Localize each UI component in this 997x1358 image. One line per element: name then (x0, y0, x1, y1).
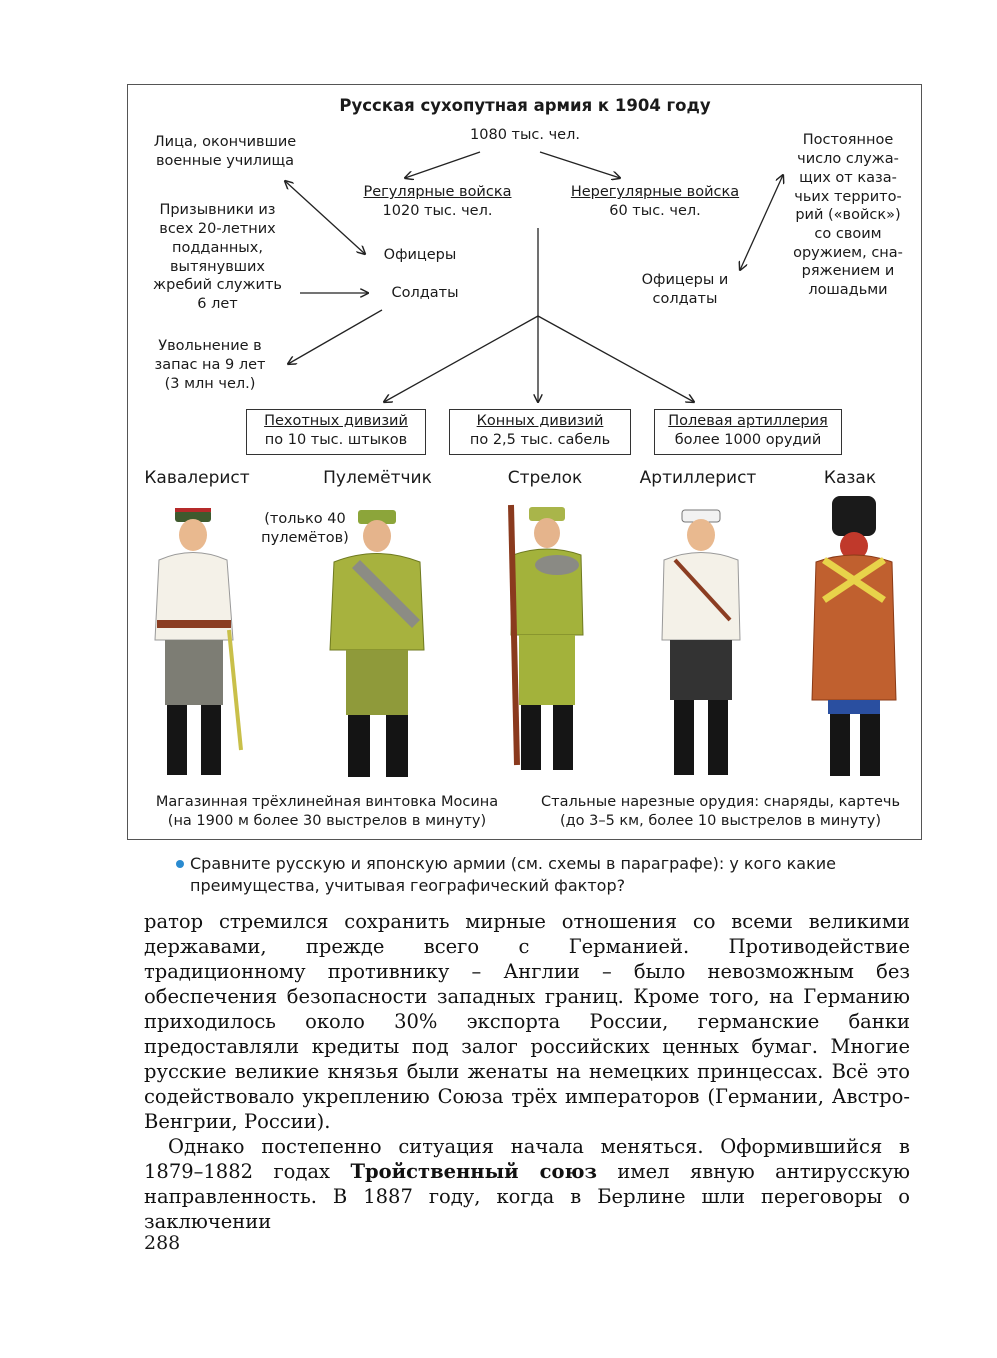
paragraph-1: ратор стремился сохранить мирные отношен… (144, 910, 910, 1133)
cossack-figure (811, 496, 897, 776)
officer-school-line-2: военные училища (155, 153, 295, 169)
infantry-divisions-value: по 10 тыс. штыков (264, 432, 408, 448)
officers-soldiers-line-2: солдаты (652, 291, 718, 307)
soldier-name-artilleryman: Артиллерист (639, 468, 757, 488)
cavalry-divisions-value: по 2,5 тыс. сабель (469, 432, 611, 448)
officers-soldiers-line-1: Офицеры и (641, 272, 729, 288)
paragraph-2: Однако постепенно ситуация начала менять… (144, 1134, 910, 1234)
conscripts-line-2: всех 20-летних (159, 221, 276, 237)
infantry-divisions-label: Пехотных дивизий (264, 413, 408, 429)
regular-troops-label: Регулярные войска (363, 184, 512, 200)
arrow-to-artillery (537, 315, 694, 402)
conscripts-line-4: вытянувших (169, 259, 266, 275)
arrow-to-infantry (384, 315, 539, 402)
cossack-note-line-6: со своим (814, 226, 882, 242)
diagram-arrows (0, 151, 997, 860)
paragraph-2-end: имел явную антирусскую направленность. В… (144, 1160, 910, 1233)
regular-troops-count: 1020 тыс. чел. (382, 203, 493, 219)
conscripts-line-6: 6 лет (197, 296, 238, 312)
body-text: ратор стремился сохранить мирные отношен… (144, 909, 910, 1234)
arrow-total-to-regular (405, 151, 481, 178)
conscripts-line-3: подданных, (172, 240, 263, 256)
arrow-total-to-irregular (539, 151, 620, 178)
field-artillery-value: более 1000 орудий (674, 432, 822, 448)
officers-label: Офицеры (383, 247, 457, 263)
arrow-officer-school (285, 181, 365, 254)
page-number: 288 (144, 1232, 181, 1254)
bullet-icon (176, 860, 184, 868)
arrow-soldiers-to-reserve (288, 309, 383, 364)
review-question-text: Сравните русскую и японскую армии (см. с… (190, 854, 836, 895)
cossack-note-line-4: чьих террито- (794, 189, 902, 205)
irregular-troops-label: Нерегулярные войска (570, 184, 740, 200)
triple-alliance-term: Тройственный союз (350, 1160, 597, 1183)
diagram-title: Русская сухопутная армия к 1904 году (339, 96, 711, 115)
soldier-name-rifleman: Стрелок (507, 468, 583, 488)
paragraph-2-start: Однако постепенно ситуация начала менять… (144, 1135, 910, 1183)
cossack-note-line-7: оружием, сна- (793, 245, 903, 261)
machine-gun-note-line-1: (только 40 (264, 511, 346, 527)
arrow-cossack-note (740, 175, 783, 270)
cossack-note-line-1: Постоянное (802, 132, 894, 148)
rifle-caption-line-2: (на 1900 м более 30 выстрелов в минуту) (167, 813, 487, 829)
conscripts-line-5: жребий служить (153, 277, 282, 293)
reserve-line-3: (3 млн чел.) (164, 376, 256, 392)
guns-caption-line-2: (до 3–5 км, более 10 выстрелов в минуту) (559, 813, 882, 829)
soldiers-label: Солдаты (391, 285, 459, 301)
rifle-caption-line-1: Магазинная трёхлинейная винтовка Мосина (155, 794, 499, 810)
officer-school-line-1: Лица, окончившие (153, 134, 297, 150)
machine-gunner-figure (329, 510, 425, 777)
cossack-note-line-5: рий («войск») (795, 207, 901, 223)
rifleman-figure (508, 504, 584, 770)
reserve-line-1: Увольнение в (158, 338, 262, 354)
soldier-name-cavalryman: Кавалерист (144, 468, 250, 488)
diagram-frame (127, 84, 922, 840)
machine-gun-note-line-2: пулемётов) (261, 530, 349, 546)
field-artillery-box: Полевая артиллерия более 1000 орудий (654, 409, 842, 455)
cossack-note-line-3: щих от каза- (799, 170, 897, 186)
field-artillery-label: Полевая артиллерия (668, 413, 828, 429)
army-total: 1080 тыс. чел. (470, 127, 580, 143)
cavalry-divisions-label: Конных дивизий (476, 413, 604, 429)
cossack-note-line-8: ряжением и (801, 263, 895, 279)
review-question: Сравните русскую и японскую армии (см. с… (176, 853, 920, 897)
guns-caption-line-1: Стальные нарезные орудия: снаряды, карте… (541, 794, 900, 810)
conscripts-line-1: Призывники из (159, 202, 276, 218)
reserve-line-2: запас на 9 лет (154, 357, 266, 373)
cossack-note-line-9: лошадьми (808, 282, 888, 298)
artilleryman-figure (661, 509, 741, 775)
cavalry-divisions-box: Конных дивизий по 2,5 тыс. сабель (449, 409, 631, 455)
soldier-name-machine-gunner: Пулемётчик (323, 468, 432, 488)
irregular-troops-count: 60 тыс. чел. (609, 203, 701, 219)
soldier-name-cossack: Казак (823, 468, 877, 488)
cavalryman-figure (154, 508, 243, 775)
infantry-divisions-box: Пехотных дивизий по 10 тыс. штыков (246, 409, 426, 455)
cossack-note-line-2: число служа- (797, 151, 899, 167)
